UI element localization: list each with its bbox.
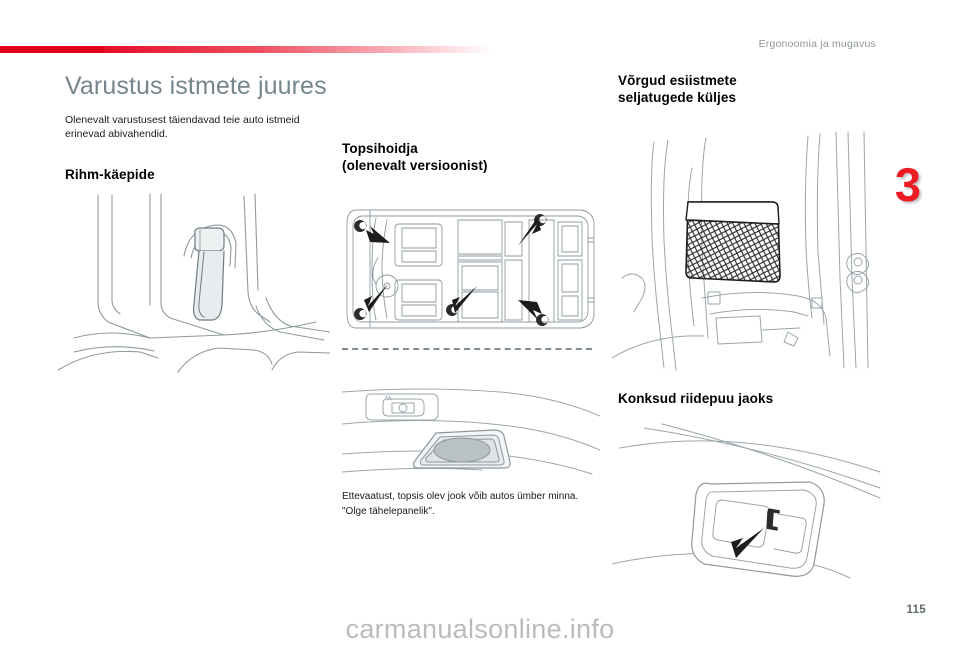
section-heading-coat-hooks: Konksud riidepuu jaoks xyxy=(618,391,774,406)
arrow-to-hook xyxy=(731,528,764,558)
arrow-front-left xyxy=(366,226,390,243)
column-left: Varustus istmete juures Olenevalt varust… xyxy=(65,72,327,183)
arrow-rear-right-upper xyxy=(518,218,541,246)
dashed-divider xyxy=(342,348,592,350)
seatback-net-illustration xyxy=(612,128,882,372)
section-heading-cup-holder-line2: (olenevalt versioonist) xyxy=(342,158,488,174)
red-accent-rule-cap xyxy=(0,46,104,53)
page-number: 115 xyxy=(906,604,926,616)
section-heading-seatback-nets-line2: seljatugede küljes xyxy=(618,90,737,106)
arrow-front-left-lower xyxy=(364,284,388,312)
coat-hook-illustration xyxy=(612,422,882,592)
red-accent-rule xyxy=(0,46,492,53)
intro-paragraph: Olenevalt varustusest täiendavad teie au… xyxy=(65,113,300,140)
cup-holder-caption: Ettevaatust, topsis olev jook võib autos… xyxy=(342,491,579,517)
section-heading-cup-holder-line1: Topsihoidja xyxy=(342,141,418,156)
arrow-middle xyxy=(452,286,477,313)
cup-holder-detail-illustration xyxy=(342,378,600,478)
column-right: Võrgud esiistmete seljatugede küljes xyxy=(618,72,870,107)
column-middle: Topsihoidja (olenevalt versioonist) xyxy=(342,72,604,175)
strap-handle-illustration xyxy=(58,172,330,377)
section-heading-strap-handle: Rihm-käepide xyxy=(65,167,155,183)
running-head: Ergonoomia ja mugavus xyxy=(758,38,876,50)
arrow-rear-right-lower xyxy=(518,300,542,320)
section-heading-seatback-nets-line1: Võrgud esiistmete xyxy=(618,73,737,88)
seat-layout-top-view-illustration xyxy=(342,196,600,342)
page-title: Varustus istmete juures xyxy=(65,72,327,100)
site-watermark: carmanualsonline.info xyxy=(345,614,615,644)
section-heading-cup-holder: Topsihoidja (olenevalt versioonist) xyxy=(342,140,604,175)
chapter-number: 3 xyxy=(894,158,921,211)
section-heading-seatback-nets: Võrgud esiistmete seljatugede küljes xyxy=(618,72,870,107)
